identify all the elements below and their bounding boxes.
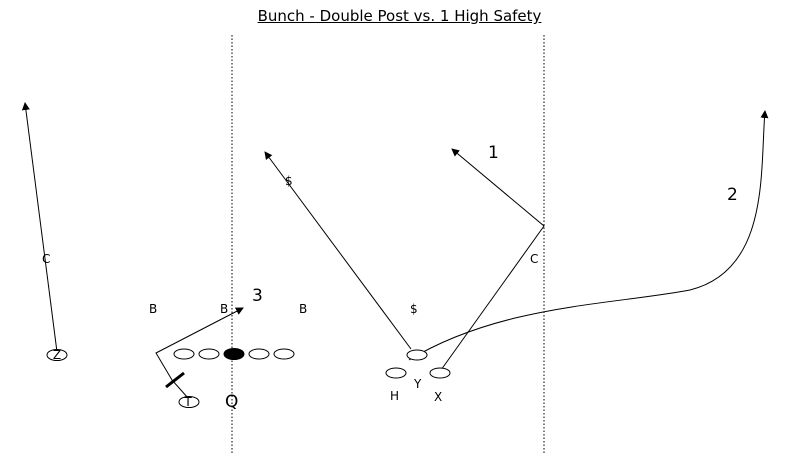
read-2-label: 2 [727,185,738,205]
defender-c-left: C [42,252,50,266]
offensive-lineman [198,348,220,360]
defender-safety-top: $ [285,174,293,188]
h-label: H [390,389,399,403]
z-route [21,102,58,353]
q-label: Q [225,392,238,412]
defender-b-mid: B [220,302,228,316]
z-label: Z [53,348,61,362]
offensive-lineman [248,348,270,360]
read-1-label: 1 [488,143,499,163]
offensive-lineman [273,348,295,360]
play-title: Bunch - Double Post vs. 1 High Safety [257,7,542,25]
h-receiver [385,367,407,379]
x-label: X [434,390,442,404]
z-receiver [46,349,68,361]
defender-b-right: B [299,302,307,316]
rb-block-mark [165,371,185,389]
running-back [178,396,200,408]
defender-b-left: B [149,302,157,316]
x-receiver [429,367,451,379]
defender-safety-low: $ [410,302,418,316]
t-label: T [183,395,192,409]
rb-route [155,307,244,399]
bunch-post-route [264,151,412,350]
read-3-label: 3 [252,286,263,306]
wheel-route [408,110,769,361]
bunch-point-receiver [406,349,428,361]
x-post-route [440,148,545,371]
defender-c-right: C [530,252,538,266]
offensive-lineman [173,348,195,360]
center-marker [223,348,245,360]
y-label: Y [413,377,422,391]
